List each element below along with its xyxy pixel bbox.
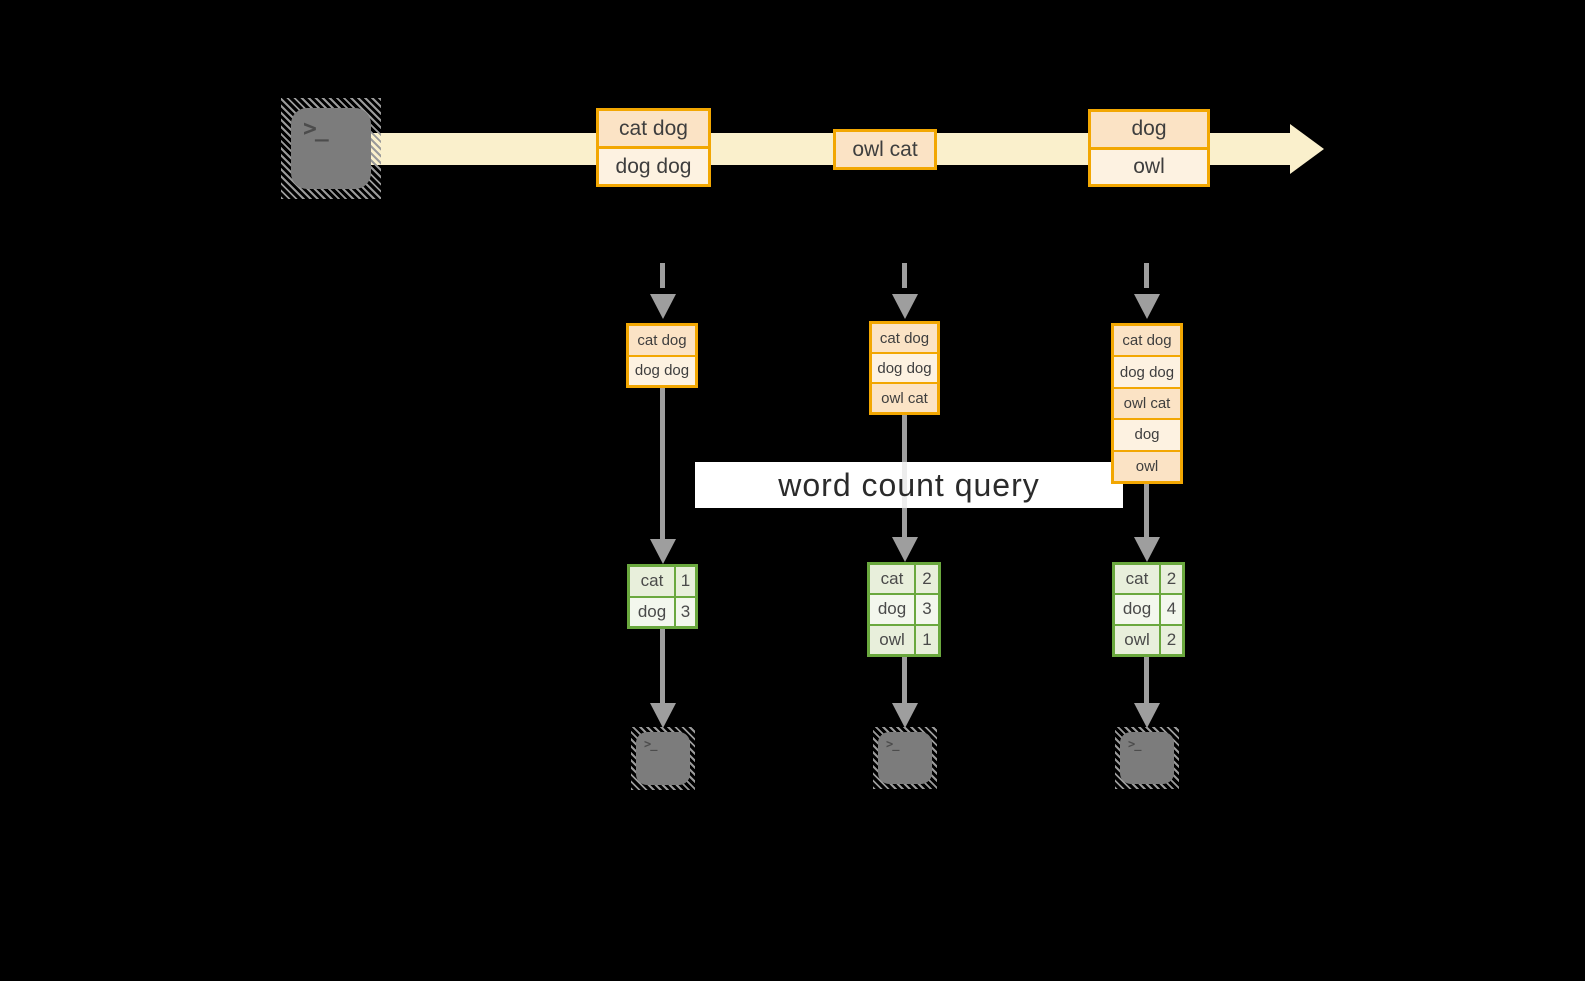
terminal-prompt-glyph: >_ <box>886 737 899 751</box>
state-item-cell: cat dog <box>629 326 695 355</box>
table-row: cat 2 <box>1115 565 1182 594</box>
arrow-through-banner <box>902 462 907 508</box>
batch-arrow-dash <box>660 263 665 288</box>
query-arrow-stem <box>660 387 665 539</box>
count-cell: 3 <box>676 597 695 626</box>
table-row: owl 2 <box>1115 623 1182 654</box>
word-cell: cat <box>630 567 676 596</box>
count-cell: 1 <box>676 567 695 596</box>
word-cell: owl <box>1115 625 1161 654</box>
state-item-cell: dog dog <box>872 352 937 382</box>
state-item-cell: owl cat <box>1114 386 1180 419</box>
table-row: dog 3 <box>630 595 695 626</box>
stream-item-cell: owl <box>1091 146 1207 184</box>
state-item-cell: owl <box>1114 449 1180 482</box>
terminal-body: >_ <box>291 108 371 189</box>
stream-arrowhead-icon <box>1290 124 1324 174</box>
query-label-banner: word count query <box>695 462 1123 508</box>
state-item-cell: cat dog <box>1114 326 1180 356</box>
terminal-body: >_ <box>636 732 690 785</box>
stream-item-cell: owl cat <box>836 132 934 167</box>
stream-batch-box-2: owl cat <box>833 129 937 170</box>
query-arrow-stem <box>1144 483 1149 537</box>
stream-batch-box-3: dog owl <box>1088 109 1210 187</box>
batch-arrowhead-icon <box>650 294 676 319</box>
count-cell: 1 <box>916 625 938 654</box>
query-arrowhead-icon <box>892 537 918 562</box>
table-row: owl 1 <box>870 623 938 654</box>
count-cell: 2 <box>1161 625 1182 654</box>
word-cell: cat <box>870 565 916 594</box>
stream-item-cell: dog <box>1091 112 1207 147</box>
sink-arrowhead-icon <box>650 703 676 728</box>
state-buffer-box-2: cat dog dog dog owl cat <box>869 321 940 415</box>
table-row: dog 3 <box>870 593 938 624</box>
state-item-cell: dog dog <box>629 354 695 385</box>
wordcount-table-3: cat 2 dog 4 owl 2 <box>1112 562 1185 657</box>
state-item-cell: owl cat <box>872 382 937 412</box>
query-arrowhead-icon <box>1134 537 1160 562</box>
table-row: dog 4 <box>1115 593 1182 624</box>
query-label: word count query <box>778 466 1040 503</box>
sink-arrowhead-icon <box>892 703 918 728</box>
word-cell: dog <box>870 595 916 624</box>
count-cell: 4 <box>1161 595 1182 624</box>
word-cell: cat <box>1115 565 1161 594</box>
state-buffer-box-1: cat dog dog dog <box>626 323 698 388</box>
terminal-body: >_ <box>878 732 932 784</box>
sink-terminal-icon: >_ <box>1115 727 1179 789</box>
batch-arrowhead-icon <box>1134 294 1160 319</box>
table-row: cat 1 <box>630 567 695 596</box>
word-cell: dog <box>1115 595 1161 624</box>
table-row: cat 2 <box>870 565 938 594</box>
count-cell: 3 <box>916 595 938 624</box>
sink-arrow-stem <box>660 629 665 703</box>
sink-arrow-stem <box>902 657 907 703</box>
batch-arrow-dash <box>1144 263 1149 288</box>
state-buffer-box-3: cat dog dog dog owl cat dog owl <box>1111 323 1183 484</box>
query-arrowhead-icon <box>650 539 676 564</box>
sink-arrowhead-icon <box>1134 703 1160 728</box>
batch-arrowhead-icon <box>892 294 918 319</box>
stream-item-cell: cat dog <box>599 111 708 146</box>
terminal-prompt-glyph: >_ <box>303 116 329 142</box>
source-terminal-icon: >_ <box>281 98 381 199</box>
wordcount-table-2: cat 2 dog 3 owl 1 <box>867 562 941 657</box>
batch-arrow-dash <box>902 263 907 288</box>
terminal-body: >_ <box>1120 732 1174 784</box>
state-item-cell: dog <box>1114 418 1180 450</box>
terminal-prompt-glyph: >_ <box>1128 737 1141 751</box>
count-cell: 2 <box>916 565 938 594</box>
sink-arrow-stem <box>1144 657 1149 703</box>
state-item-cell: dog dog <box>1114 355 1180 387</box>
word-cell: dog <box>630 597 676 626</box>
count-cell: 2 <box>1161 565 1182 594</box>
terminal-prompt-glyph: >_ <box>644 737 657 751</box>
wordcount-table-1: cat 1 dog 3 <box>627 564 698 629</box>
stream-item-cell: dog dog <box>599 146 708 184</box>
sink-terminal-icon: >_ <box>873 727 937 789</box>
sink-terminal-icon: >_ <box>631 727 695 790</box>
stream-batch-box-1: cat dog dog dog <box>596 108 711 187</box>
state-item-cell: cat dog <box>872 324 937 352</box>
word-cell: owl <box>870 625 916 654</box>
